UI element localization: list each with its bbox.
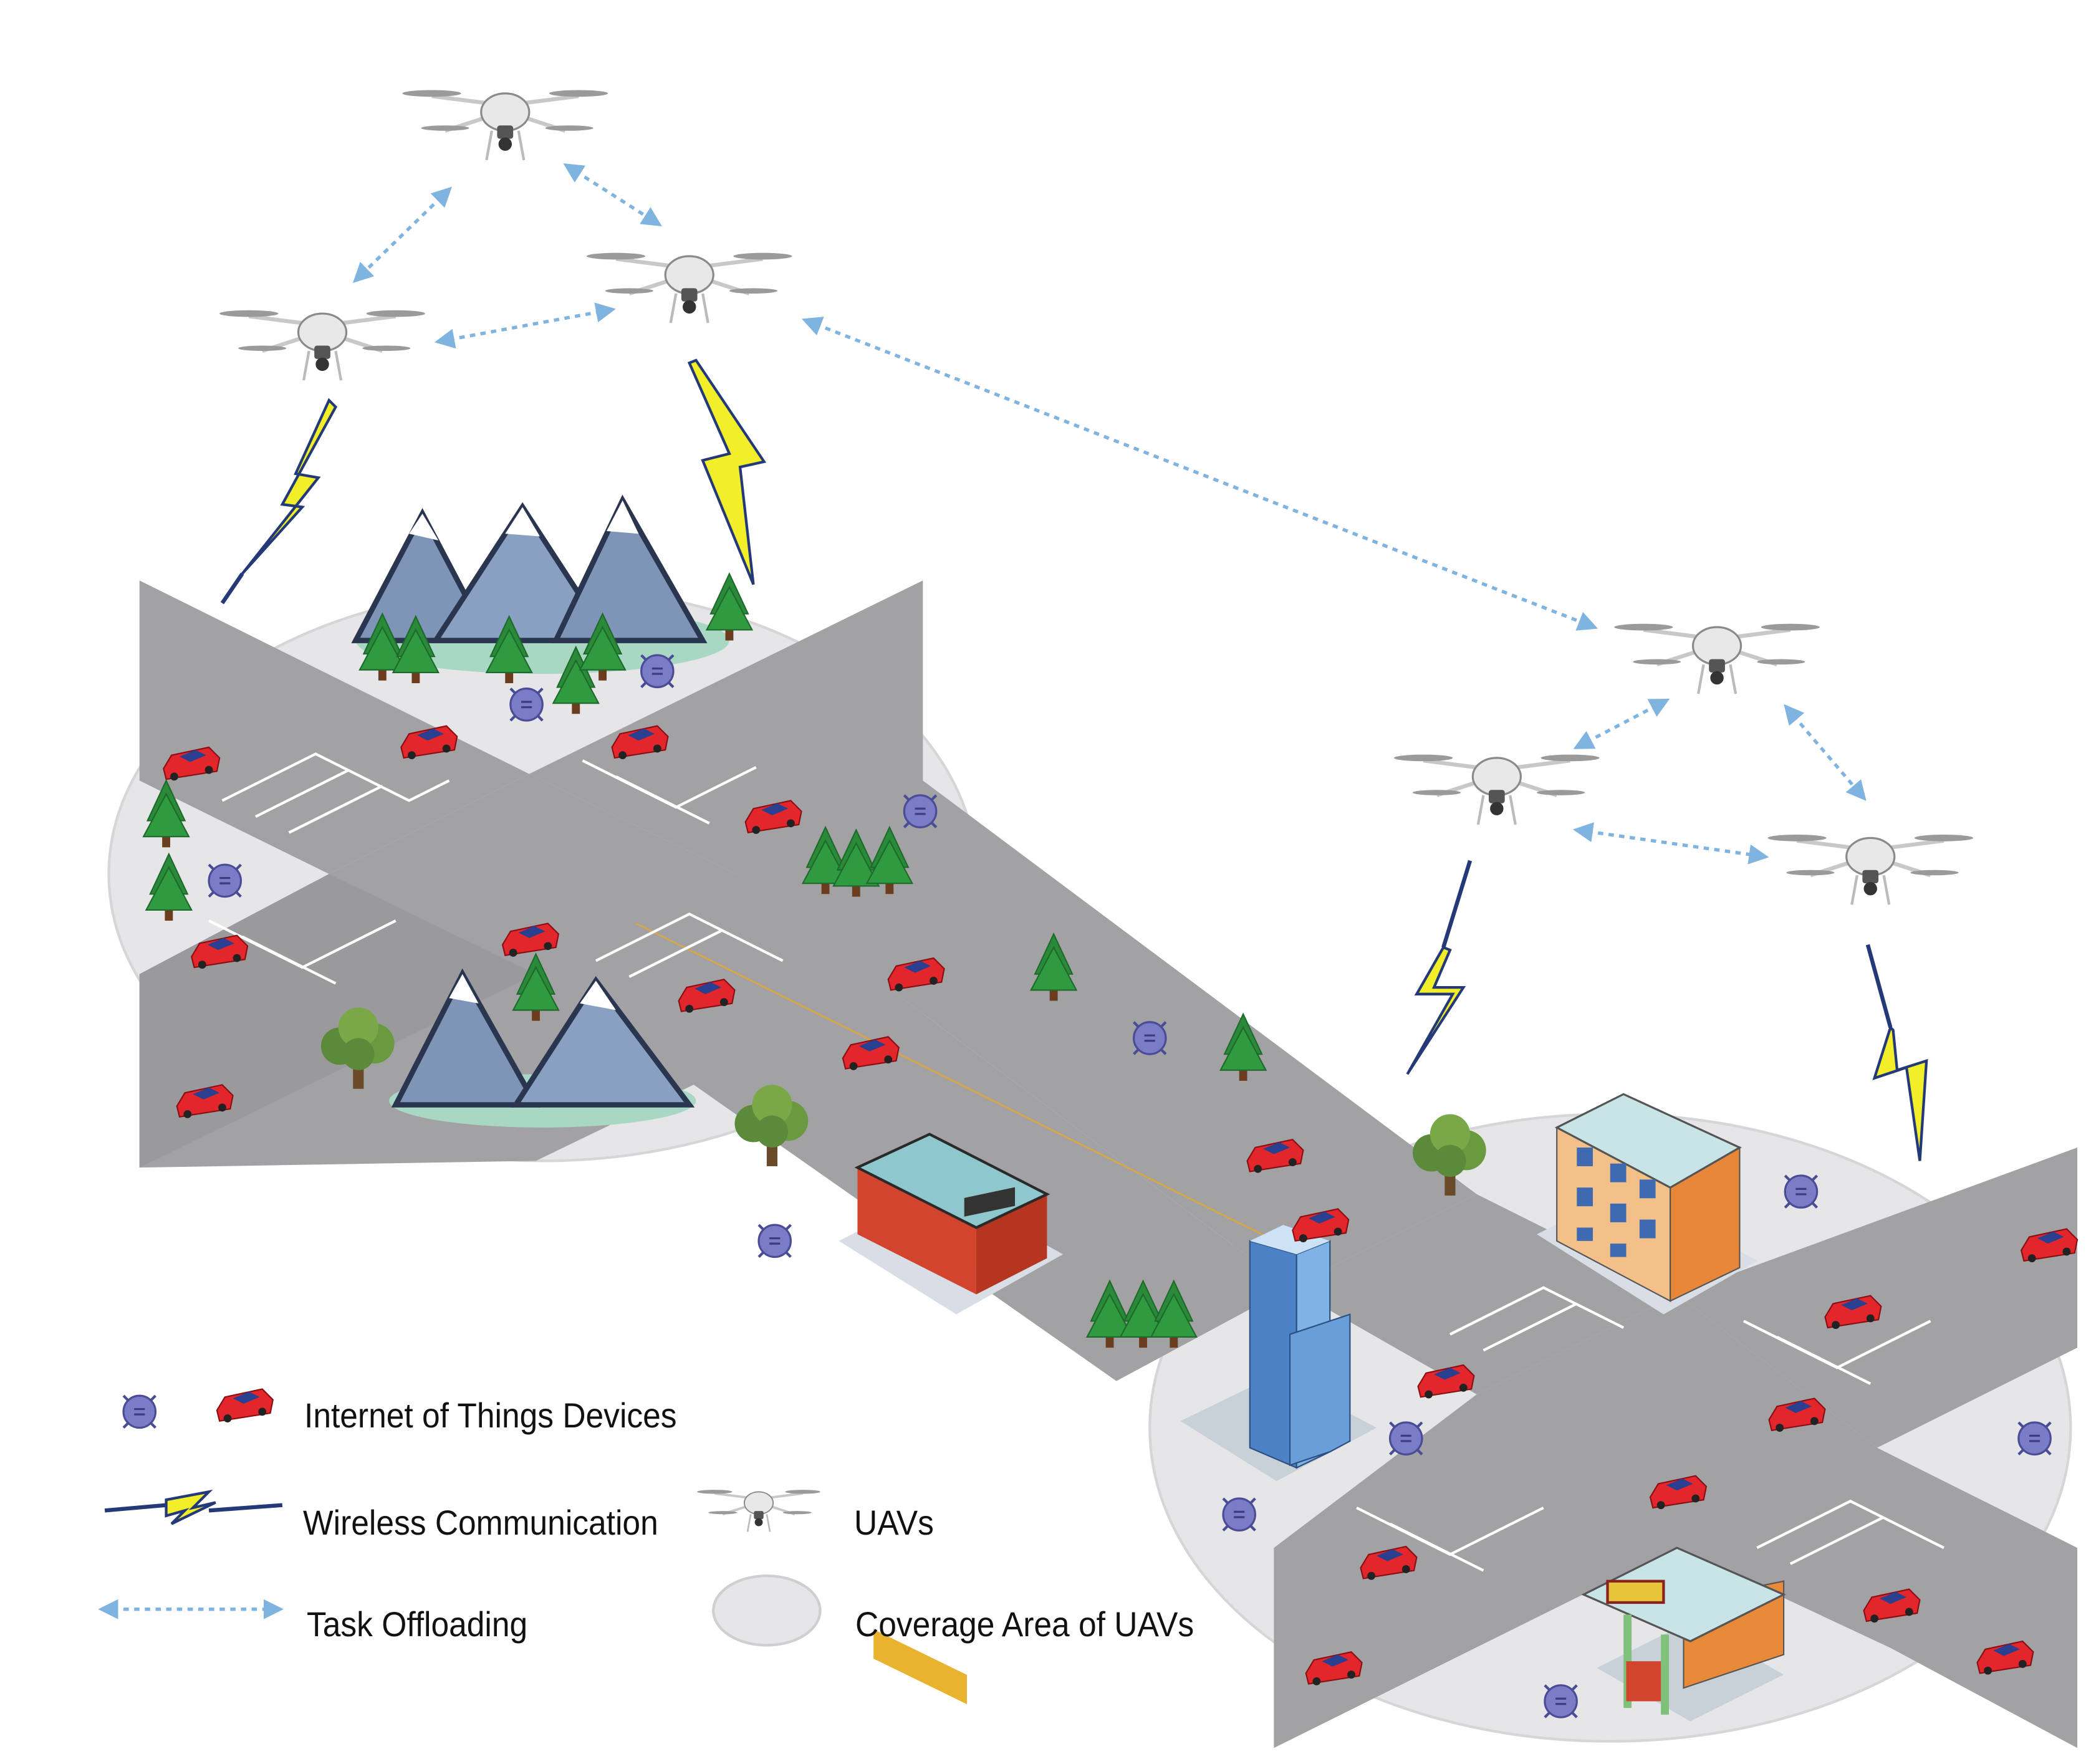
mountain-icon-top: [351, 494, 729, 674]
building-icon-tower: [1180, 1225, 1377, 1482]
wireless-links: [220, 358, 1928, 1161]
legend-iot-sensor-icon: [123, 1396, 155, 1427]
legend-coverage-icon: [712, 1575, 822, 1647]
mountain-icon-bottom: [389, 968, 696, 1128]
building-icon-shop: [839, 1133, 1064, 1705]
legend-label-uav: UAVs: [854, 1503, 934, 1542]
legend: [98, 1388, 822, 1647]
legend-car-icon: [216, 1388, 274, 1424]
legend-label-iot: Internet of Things Devices: [304, 1396, 677, 1435]
task-offloading-links: [352, 163, 1867, 865]
building-icon-gas-station: [1581, 1546, 1786, 1722]
legend-lightning-icon: [104, 1489, 283, 1525]
legend-drone-icon: [696, 1488, 822, 1533]
legend-label-task: Task Offloading: [307, 1604, 528, 1644]
legend-label-coverage: Coverage Area of UAVs: [855, 1604, 1194, 1644]
building-icon-apartment: [1537, 1093, 1757, 1315]
legend-label-wireless: Wireless Communication: [303, 1503, 658, 1542]
